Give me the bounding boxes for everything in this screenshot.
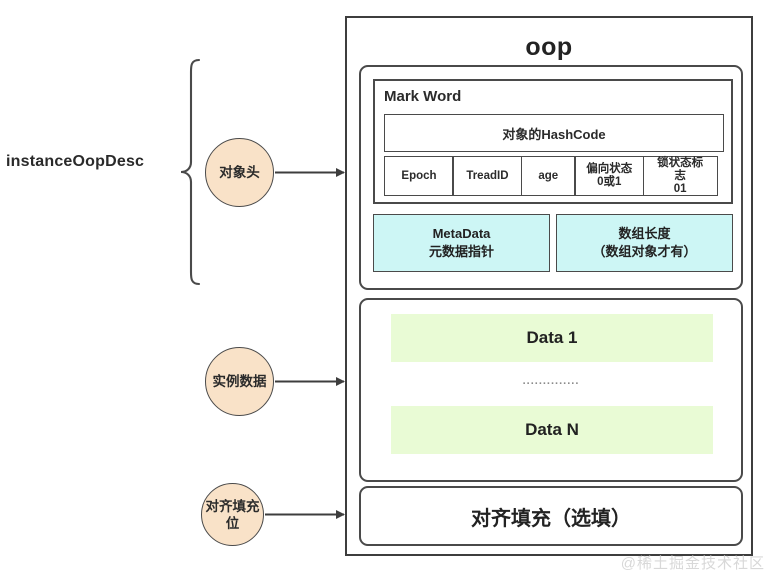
hashcode-label: 对象的HashCode	[502, 126, 606, 142]
grouping-brace	[178, 58, 204, 286]
instance-data-first-label: Data 1	[526, 328, 578, 347]
mark-word-cell-lock-state: 锁状态标 志 01	[642, 156, 718, 196]
alignment-padding-label: 对齐填充（选填）	[471, 507, 631, 530]
node-alignment-padding-label: 对齐填充位	[205, 498, 260, 531]
mark-word-cell-bias-state-label: 偏向状态 0或1	[586, 163, 633, 188]
node-alignment-padding[interactable]: 对齐填充位	[201, 483, 264, 546]
mark-word-cell-thread-id-label: TreadID	[466, 169, 509, 182]
watermark: @稀土掘金技术社区	[620, 555, 765, 572]
oop-title: oop	[525, 33, 573, 61]
mark-word-cell-epoch-label: Epoch	[401, 169, 437, 182]
hashcode-row: 对象的HashCode	[384, 114, 724, 152]
array-length-box: 数组长度 （数组对象才有）	[556, 214, 733, 272]
mark-word-cell-bias-state: 偏向状态 0或1	[574, 156, 645, 196]
mark-word-cell-age: age	[520, 156, 576, 196]
metadata-pointer-line2: 元数据指针	[428, 244, 494, 259]
mark-word-cell-age-label: age	[538, 169, 559, 182]
metadata-pointer-line1: MetaData	[432, 226, 491, 241]
mark-word-box: Mark Word 对象的HashCode Epoch TreadID age	[373, 79, 733, 204]
node-object-header-label: 对象头	[219, 165, 260, 180]
instance-oop-desc-label: instanceOopDesc	[6, 153, 145, 170]
array-length-line2: （数组对象才有）	[592, 244, 697, 259]
oop-container: oop Mark Word 对象的HashCode Epoch TreadID …	[345, 16, 753, 556]
mark-word-cell-thread-id: TreadID	[452, 156, 523, 196]
mark-word-cell-epoch: Epoch	[384, 156, 454, 196]
array-length-line1: 数组长度	[618, 226, 671, 241]
mark-word-cell-lock-state-label: 锁状态标 志 01	[657, 156, 704, 195]
alignment-padding-panel: 对齐填充（选填）	[359, 486, 743, 546]
node-object-header[interactable]: 对象头	[205, 138, 274, 207]
node-instance-data[interactable]: 实例数据	[205, 347, 274, 416]
node-instance-data-label: 实例数据	[212, 374, 267, 389]
instance-data-last-label: Data N	[525, 420, 579, 439]
mark-word-field-table: Epoch TreadID age 偏向状态 0或1 锁状态标 志 01	[384, 156, 724, 196]
pointer-row: MetaData 元数据指针 数组长度 （数组对象才有）	[373, 214, 733, 272]
object-header-panel: Mark Word 对象的HashCode Epoch TreadID age	[359, 65, 743, 290]
instance-data-ellipsis: ..............	[522, 375, 580, 387]
instance-data-first-bar: Data 1	[391, 314, 713, 362]
metadata-pointer-box: MetaData 元数据指针	[373, 214, 550, 272]
mark-word-title: Mark Word	[384, 88, 462, 105]
brace-icon	[180, 58, 201, 286]
instance-data-last-bar: Data N	[391, 406, 713, 454]
instance-data-panel: Data 1 .............. Data N	[359, 298, 743, 482]
